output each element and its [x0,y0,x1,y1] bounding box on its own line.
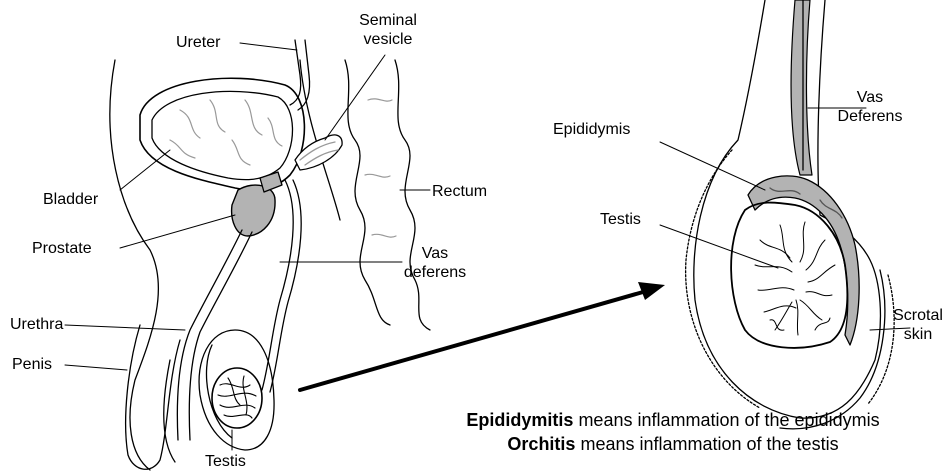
caption-epididymitis-term: Epididymitis [466,410,573,430]
label-epididymis: Epididymis [553,121,630,139]
label-scrotal-skin-1: Scrotal [888,307,948,325]
rectum-shape [345,60,430,330]
caption-orchitis-term: Orchitis [507,434,575,454]
label-scrotal-skin-2: skin [888,326,948,344]
seminal-vesicle-shape [295,135,342,170]
caption-orchitis-text: means inflammation of the testis [575,434,838,454]
direction-arrow [300,282,665,390]
label-vas-deferens-2: deferens [400,264,470,282]
scrotal-wall-shape [686,0,895,429]
label-vas-deferens-right-1: Vas [830,89,910,107]
label-rectum: Rectum [432,183,487,201]
scrotum-left-shape [199,330,274,450]
body-outline [110,60,340,470]
label-testis-left: Testis [205,453,246,471]
label-urethra: Urethra [10,316,63,334]
prostate-shape [232,172,282,236]
label-prostate: Prostate [32,240,92,258]
label-seminal-vesicle-2: vesicle [358,31,418,49]
epididymis-shape [748,176,859,345]
caption-epididymitis-text: means inflammation of the epididymis [573,410,879,430]
penis-shape [126,325,180,469]
bladder-shape [140,78,304,190]
label-penis: Penis [12,356,52,374]
right-leader-lines [660,108,910,330]
label-ureter: Ureter [176,34,220,52]
label-seminal-vesicle-1: Seminal [358,12,418,30]
label-vas-deferens-right-2: Deferens [830,108,910,126]
label-vas-deferens-1: Vas [400,245,470,263]
testis-left-shape [212,368,262,428]
urethra-path [177,230,252,440]
caption-epididymitis: Epididymitis means inflammation of the e… [395,410,951,431]
label-bladder: Bladder [43,191,98,209]
caption-orchitis: Orchitis means inflammation of the testi… [395,434,951,455]
label-testis-right: Testis [600,211,641,229]
vas-deferens-right-shape [791,0,812,175]
